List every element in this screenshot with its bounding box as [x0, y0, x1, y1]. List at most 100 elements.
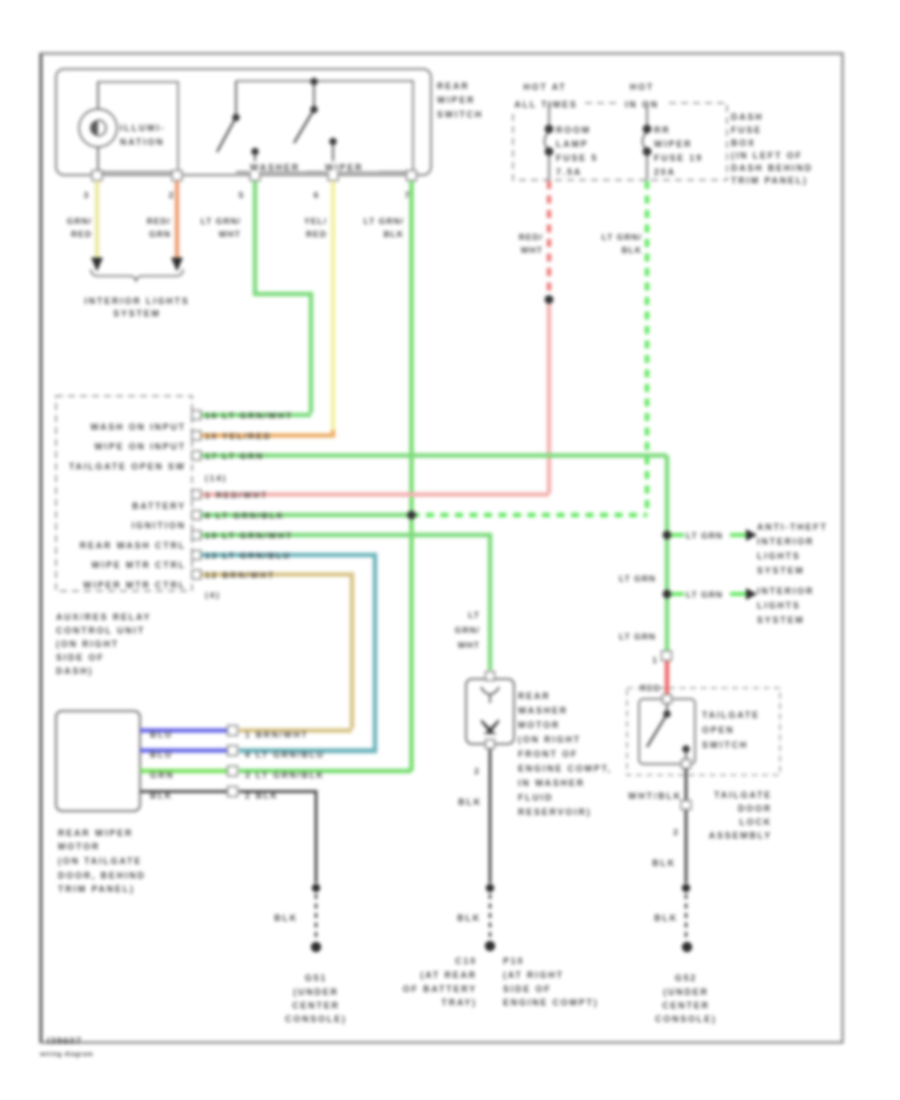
- svg-text:6: 6: [314, 190, 319, 200]
- svg-text:INTERIOR: INTERIOR: [757, 586, 814, 596]
- svg-text:RR: RR: [654, 125, 671, 135]
- svg-text:(AT REAR: (AT REAR: [420, 970, 477, 980]
- svg-text:(ON TAILGATE: (ON TAILGATE: [58, 856, 142, 866]
- svg-text:(4): (4): [205, 590, 221, 600]
- svg-text:(UNDER: (UNDER: [663, 987, 709, 997]
- svg-text:BLU: BLU: [150, 730, 173, 740]
- svg-text:WHT/BLK: WHT/BLK: [628, 791, 682, 801]
- svg-text:2: 2: [673, 827, 678, 837]
- svg-text:BLK: BLK: [652, 858, 676, 868]
- svg-text:LT GRN/: LT GRN/: [201, 216, 241, 226]
- svg-text:ILLUMI-: ILLUMI-: [120, 123, 166, 133]
- svg-text:LT GRN: LT GRN: [619, 574, 656, 584]
- svg-text:P10: P10: [503, 956, 524, 966]
- svg-text:BLK: BLK: [622, 245, 642, 255]
- svg-text:SYSTEM: SYSTEM: [113, 309, 161, 319]
- svg-text:WASH ON INPUT: WASH ON INPUT: [90, 422, 186, 432]
- svg-text:WIPER: WIPER: [325, 163, 363, 173]
- svg-text:FLUID: FLUID: [518, 793, 553, 803]
- svg-text:(AT RIGHT: (AT RIGHT: [503, 970, 564, 980]
- svg-text:INTERIOR: INTERIOR: [757, 537, 814, 547]
- svg-text:G52: G52: [675, 973, 697, 983]
- svg-text:(14): (14): [205, 473, 227, 483]
- svg-text:3 LT GRN/BLK: 3 LT GRN/BLK: [245, 770, 325, 780]
- svg-text:OPEN: OPEN: [702, 725, 735, 735]
- svg-text:REAR WIPER: REAR WIPER: [58, 828, 133, 838]
- svg-text:FUSE: FUSE: [731, 125, 762, 135]
- svg-text:SIDE OF: SIDE OF: [503, 984, 552, 994]
- svg-text:LT GRN: LT GRN: [619, 632, 656, 642]
- svg-text:RED: RED: [306, 229, 327, 239]
- svg-text:AUX/RES RELAY: AUX/RES RELAY: [56, 612, 151, 622]
- svg-text:WHT: WHT: [219, 229, 241, 239]
- svg-text:BLK: BLK: [458, 797, 482, 807]
- svg-text:IN WASHER: IN WASHER: [518, 778, 585, 788]
- svg-text:SWITCH: SWITCH: [702, 740, 748, 750]
- svg-text:13 LT GRN/BLU: 13 LT GRN/BLU: [205, 551, 291, 561]
- svg-text:RED: RED: [71, 229, 92, 239]
- svg-text:BOX: BOX: [731, 138, 756, 148]
- svg-text:12 BRN/WHT: 12 BRN/WHT: [205, 570, 275, 580]
- svg-text:GRN: GRN: [150, 770, 174, 780]
- svg-text:REAR: REAR: [518, 691, 551, 701]
- svg-text:BLK: BLK: [457, 913, 481, 923]
- svg-text:IN ON: IN ON: [625, 100, 659, 110]
- svg-text:BLK: BLK: [150, 791, 173, 801]
- svg-text:BATTERY: BATTERY: [132, 501, 186, 511]
- svg-text:INTERIOR LIGHTS: INTERIOR LIGHTS: [84, 296, 189, 306]
- svg-text:17 LT GRN: 17 LT GRN: [205, 451, 264, 461]
- svg-text:GRN: GRN: [149, 229, 171, 239]
- svg-text:ENGINE COMPT,: ENGINE COMPT,: [518, 764, 612, 774]
- svg-text:ENGINE COMPT): ENGINE COMPT): [503, 998, 599, 1008]
- svg-text:LT GRN: LT GRN: [686, 590, 723, 600]
- svg-text:WIPE ON INPUT: WIPE ON INPUT: [94, 442, 186, 452]
- svg-text:CONSOLE): CONSOLE): [655, 1014, 717, 1024]
- svg-text:WHT: WHT: [521, 245, 543, 255]
- svg-text:WIPER: WIPER: [437, 95, 475, 105]
- svg-text:4 LT GRN/BLU: 4 LT GRN/BLU: [245, 750, 325, 760]
- svg-text:MOTOR: MOTOR: [58, 842, 100, 852]
- svg-text:RED/: RED/: [147, 216, 171, 226]
- svg-text:8 LT GRN/BLK: 8 LT GRN/BLK: [205, 511, 285, 521]
- svg-text:CENTER: CENTER: [292, 1001, 340, 1011]
- svg-text:DOOR, BEHIND: DOOR, BEHIND: [58, 871, 146, 881]
- svg-text:CONSOLE): CONSOLE): [285, 1014, 347, 1024]
- svg-text:SWITCH: SWITCH: [437, 110, 483, 120]
- svg-text:G51: G51: [305, 973, 327, 983]
- svg-text:MOTOR: MOTOR: [518, 720, 560, 730]
- svg-text:TAILGATE OPEN SW: TAILGATE OPEN SW: [69, 462, 186, 472]
- svg-text:2: 2: [169, 190, 174, 200]
- svg-text:LT GRN/: LT GRN/: [602, 232, 642, 242]
- svg-text:RED/: RED/: [519, 232, 543, 242]
- svg-text:ASSEMBLY: ASSEMBLY: [709, 831, 772, 841]
- svg-text:WIPER: WIPER: [654, 139, 692, 149]
- svg-text:TAILGATE: TAILGATE: [702, 710, 760, 720]
- svg-text:(ON RIGHT: (ON RIGHT: [56, 639, 119, 649]
- svg-text:BLK: BLK: [274, 913, 298, 923]
- svg-text:WHT: WHT: [458, 640, 480, 650]
- svg-text:TRIM PANEL): TRIM PANEL): [58, 884, 135, 894]
- svg-text:(UNDER: (UNDER: [293, 987, 339, 997]
- svg-text:2 BLK: 2 BLK: [245, 791, 279, 801]
- svg-text:LT: LT: [468, 610, 480, 620]
- svg-text:2: 2: [474, 766, 479, 776]
- svg-text:1 RED/WHT: 1 RED/WHT: [205, 490, 268, 500]
- svg-text:SIDE OF: SIDE OF: [56, 653, 105, 663]
- svg-text:DASH BEHIND: DASH BEHIND: [731, 163, 813, 173]
- svg-text:7.5A: 7.5A: [556, 167, 582, 177]
- svg-text:TRIM PANEL): TRIM PANEL): [731, 176, 808, 186]
- svg-text:I39607: I39607: [47, 1036, 82, 1047]
- svg-text:NATION: NATION: [120, 137, 164, 147]
- svg-text:ANTI-THEFT: ANTI-THEFT: [757, 522, 828, 532]
- svg-text:ALL TIMES: ALL TIMES: [514, 100, 577, 110]
- svg-text:LIGHTS: LIGHTS: [757, 551, 801, 561]
- svg-text:REAR WASH CTRL: REAR WASH CTRL: [80, 541, 186, 551]
- svg-text:10 YEL/RED: 10 YEL/RED: [205, 431, 272, 441]
- svg-text:DASH): DASH): [56, 666, 93, 676]
- svg-text:20A: 20A: [654, 167, 676, 177]
- svg-text:3: 3: [84, 190, 89, 200]
- svg-text:1: 1: [652, 655, 657, 665]
- svg-text:BLK: BLK: [654, 913, 678, 923]
- svg-text:(IN LEFT OF: (IN LEFT OF: [731, 151, 803, 161]
- svg-text:DOOR: DOOR: [738, 804, 772, 814]
